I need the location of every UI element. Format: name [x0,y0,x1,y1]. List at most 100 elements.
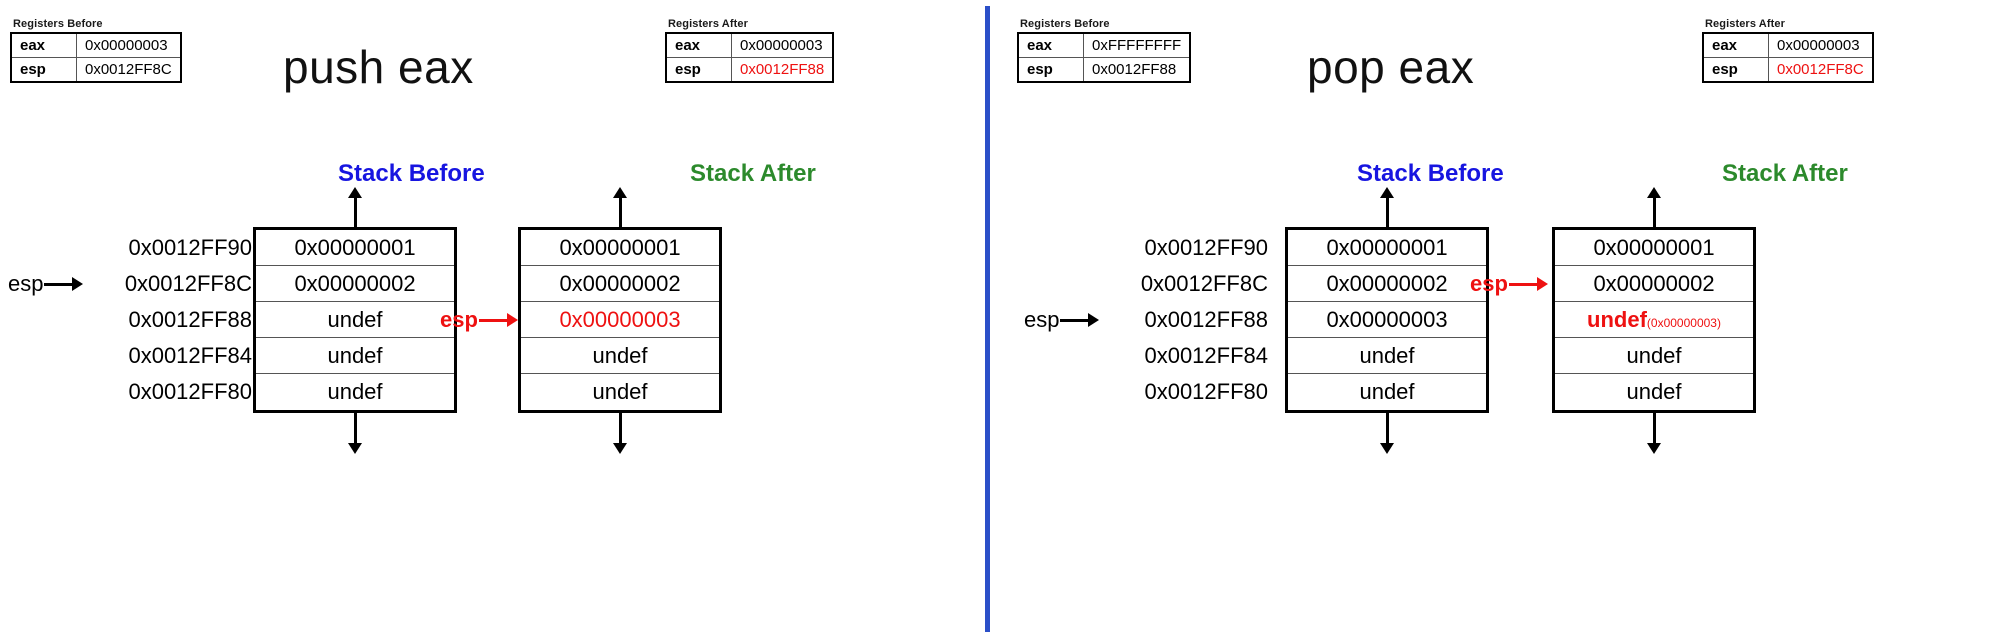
esp-arrow-shaft-icon [478,318,507,322]
stack-address-label: 0x0012FF84 [128,343,252,368]
stack-cell: 0x00000001 [521,230,719,266]
stack-growth-line-top [1386,197,1389,227]
stack-address-label: 0x0012FF8C [124,271,252,296]
esp-pointer-after: esp [440,302,518,338]
stack-cell: undef [1626,379,1682,404]
stack-growth-line-top [354,197,357,227]
stack-growth-line-bottom [619,413,622,443]
stack-address-label: 0x0012FF8C [1140,271,1268,296]
stack-cell: undef [256,338,454,374]
stack-growth-line-bottom [1653,413,1656,443]
esp-arrow-head-icon [1088,313,1100,327]
stack-arrow-up-icon [613,187,627,198]
panel-divider [985,6,990,632]
stack-cell: 0x00000002 [256,266,454,302]
stack-cell-value: undef [1587,307,1647,332]
registers-before-caption: Registers Before [13,18,103,30]
stack-address-label: 0x0012FF90 [1144,235,1268,260]
stack-address-label: 0x0012FF90 [128,235,252,260]
stack-cell: undef(0x00000003) [1555,302,1753,338]
esp-pointer-before: esp [8,266,84,302]
esp-arrow-head-icon [1536,277,1548,291]
stack-cell: undef [1288,338,1486,374]
stack-cell: undef [1359,379,1415,404]
registers-before-caption: Registers Before [1020,18,1110,30]
esp-pointer-after: esp [1470,266,1548,302]
stack-address-label: 0x0012FF88 [1144,307,1268,332]
register-value: 0x0012FF8C [75,57,182,83]
esp-arrow-shaft-icon [1508,282,1537,286]
stack-cell-previous-value: (0x00000003) [1646,316,1721,330]
register-value: 0xFFFFFFFF [1083,32,1191,58]
stack-arrow-down-icon [1380,443,1394,454]
stack-after-heading: Stack After [690,160,816,187]
register-name: eax [1702,32,1769,58]
register-value: 0x00000003 [1767,32,1874,58]
esp-arrow-shaft-icon [44,282,73,286]
register-value: 0x00000003 [75,32,182,58]
stack-cell: 0x00000002 [521,266,719,302]
registers-after-caption: Registers After [668,18,748,30]
stack-cell: 0x00000003 [1288,302,1486,338]
esp-label: esp [440,307,478,332]
register-value: 0x0012FF8C [1767,57,1874,83]
register-value: 0x0012FF88 [731,57,834,83]
stack-address-label: 0x0012FF80 [128,379,252,404]
register-name: esp [665,57,732,83]
esp-label: esp [8,271,44,296]
esp-label: esp [1024,307,1060,332]
stack-arrow-down-icon [613,443,627,454]
esp-pointer-before: esp [1024,302,1100,338]
stack-cell: 0x00000003 [521,302,719,338]
stack-growth-line-top [619,197,622,227]
stack-cell: undef [327,379,383,404]
stack-cell: 0x00000002 [1288,266,1486,302]
esp-arrow-shaft-icon [1060,318,1089,322]
register-name: eax [10,32,77,58]
register-value: 0x00000003 [731,32,834,58]
stack-arrow-up-icon [348,187,362,198]
stack-address-label: 0x0012FF80 [1144,379,1268,404]
stack-growth-line-bottom [354,413,357,443]
stack-cell: 0x00000001 [256,230,454,266]
register-name: esp [1017,57,1084,83]
stack-before-heading: Stack Before [338,160,485,187]
register-name: eax [665,32,732,58]
stack-cell: undef [521,338,719,374]
stack-cell: undef [256,302,454,338]
register-name: esp [1702,57,1769,83]
esp-arrow-head-icon [506,313,518,327]
stack-cell: 0x00000001 [1555,230,1753,266]
stack-before-heading: Stack Before [1357,160,1504,187]
register-value: 0x0012FF88 [1083,57,1191,83]
stack-cell: undef [592,379,648,404]
stack-address-label: 0x0012FF84 [1144,343,1268,368]
esp-arrow-head-icon [72,277,84,291]
register-name: eax [1017,32,1084,58]
stack-growth-line-top [1653,197,1656,227]
stack-arrow-down-icon [348,443,362,454]
stack-address-label: 0x0012FF88 [128,307,252,332]
stack-cell: 0x00000002 [1555,266,1753,302]
registers-after-caption: Registers After [1705,18,1785,30]
stack-arrow-up-icon [1380,187,1394,198]
